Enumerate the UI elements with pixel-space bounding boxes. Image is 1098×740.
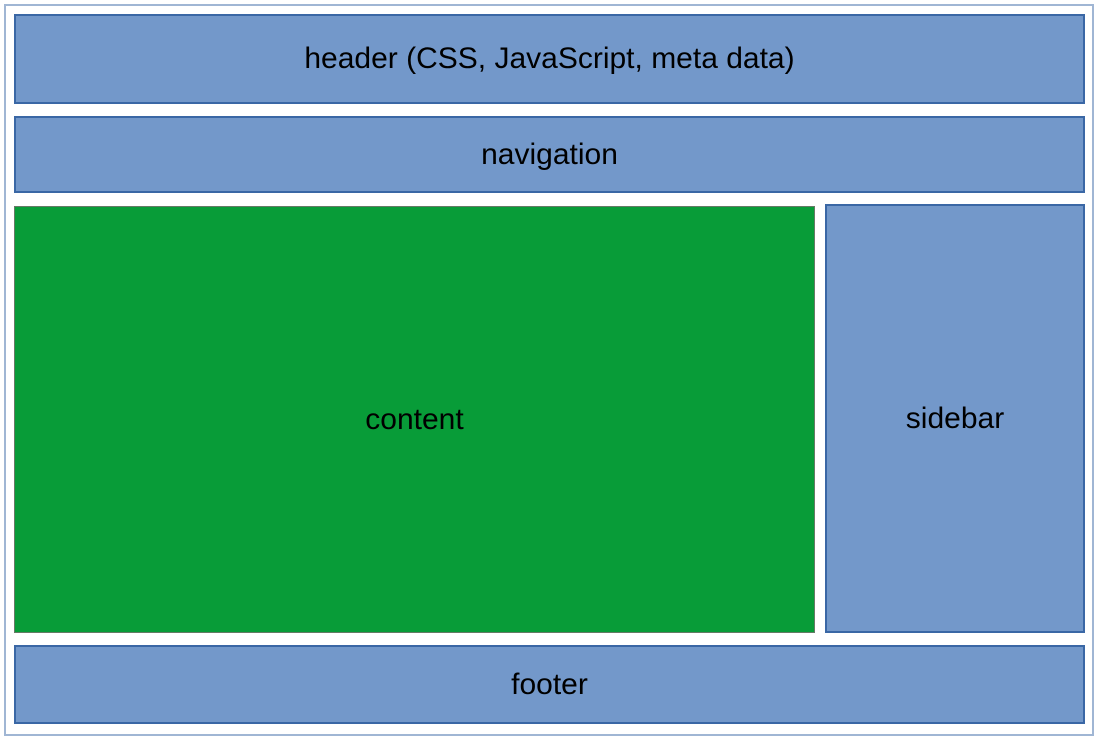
header-box: header (CSS, JavaScript, meta data) — [14, 14, 1085, 104]
sidebar-box: sidebar — [825, 204, 1085, 633]
content-box: content — [14, 206, 815, 633]
footer-box: footer — [14, 645, 1085, 724]
navigation-box: navigation — [14, 116, 1085, 193]
sidebar-box-label: sidebar — [905, 401, 1005, 435]
header-box-label: header (CSS, JavaScript, meta data) — [304, 42, 795, 75]
footer-box-label: footer — [511, 667, 588, 701]
navigation-box-label: navigation — [481, 137, 618, 171]
content-box-label: content — [365, 402, 464, 436]
